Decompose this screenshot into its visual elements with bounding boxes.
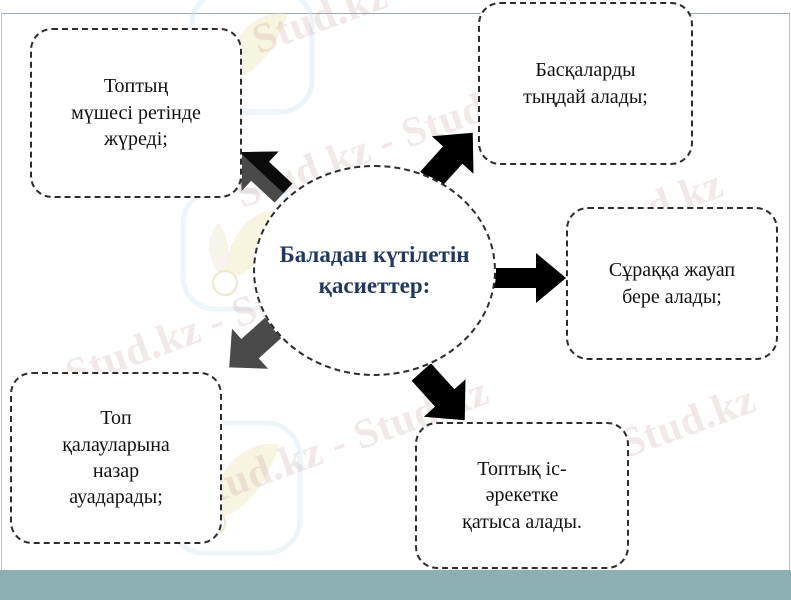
hub-line-3: қасиеттер:	[318, 272, 431, 298]
hub-line-1: Баладан	[279, 241, 368, 267]
arrow-down-right	[404, 358, 480, 432]
node-bottom-right-line-1: Топтық іс-	[477, 457, 567, 480]
node-bottom-left: Топ қалауларына назар ауадарады;	[10, 372, 222, 544]
node-top-right-line-2: тыңдай алады;	[523, 85, 648, 108]
arrow-up-left	[228, 140, 298, 208]
frame-left-rule	[1, 13, 2, 570]
node-bottom-right-line-3: қатыса алады.	[462, 510, 582, 533]
node-right: Сұраққа жауап бере алады;	[566, 207, 778, 360]
node-top-left-line-1: Топтың	[103, 75, 169, 98]
hub-line-2: күтілетін	[372, 241, 470, 267]
center-hub: Баладан күтілетін қасиеттер:	[253, 165, 496, 376]
node-bottom-left-line-4: ауадарады;	[69, 486, 163, 509]
node-bottom-right-line-2: әрекетке	[485, 484, 559, 507]
hub-label: Баладан күтілетін қасиеттер:	[255, 240, 494, 302]
arrow-down-left	[218, 312, 288, 380]
watermark-text: Stud.kz	[614, 376, 762, 468]
node-right-line-2: бере алады;	[622, 285, 722, 308]
footer-band	[0, 570, 791, 600]
node-top-right-line-1: Басқаларды	[535, 59, 636, 82]
node-top-left: Топтың мүшесі ретінде жүреді;	[30, 28, 242, 198]
node-top-left-line-2: мүшесі ретінде	[71, 101, 201, 124]
arrow-up-right	[412, 122, 488, 194]
frame-right-rule	[789, 13, 790, 570]
node-bottom-left-line-3: назар	[92, 460, 140, 482]
node-top-left-line-3: жүреді;	[104, 128, 168, 151]
node-bottom-left-line-1: Топ	[100, 407, 132, 430]
arrow-right	[492, 250, 568, 306]
node-right-line-1: Сұраққа жауап	[608, 259, 736, 282]
watermark-text: Stud.kz	[246, 0, 394, 64]
node-bottom-left-line-2: қалауларына	[62, 433, 170, 456]
node-top-right: Басқаларды тыңдай алады;	[478, 2, 693, 165]
node-bottom-right: Топтық іс- әрекетке қатыса алады.	[415, 422, 629, 569]
